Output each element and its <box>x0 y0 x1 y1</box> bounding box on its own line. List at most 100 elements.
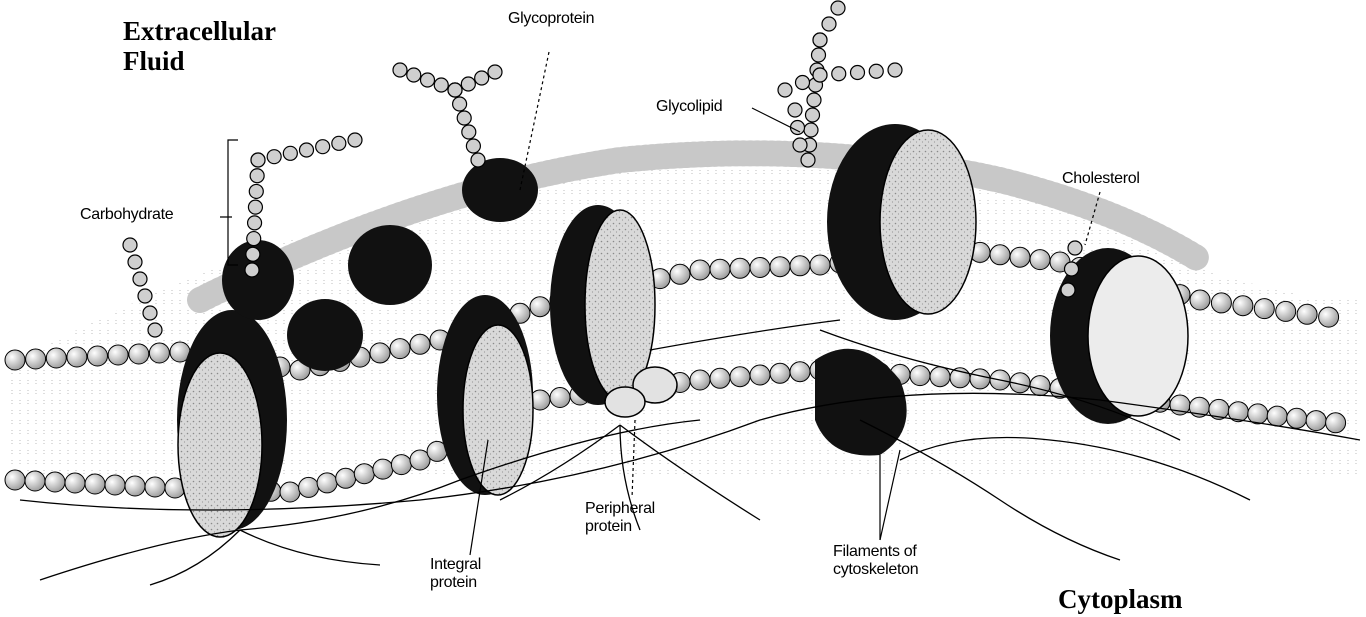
sugar-unit <box>453 97 467 111</box>
phospholipid-head <box>1287 408 1307 428</box>
phospholipid-head <box>410 334 430 354</box>
phospholipid-head <box>1254 299 1274 319</box>
phospholipid-head <box>45 472 65 492</box>
sugar-unit <box>831 1 845 15</box>
phospholipid-head <box>670 264 690 284</box>
sugar-unit <box>788 103 802 117</box>
sugar-unit <box>250 169 264 183</box>
sugar-unit <box>448 83 462 97</box>
phospholipid-head <box>354 464 374 484</box>
phospholipid-head <box>750 365 770 385</box>
sugar-unit <box>421 73 435 87</box>
phospholipid-head <box>730 258 750 278</box>
sugar-unit <box>393 63 407 77</box>
region-label-cytoplasm: Cytoplasm <box>1058 584 1183 614</box>
sugar-unit <box>462 125 476 139</box>
label-peripheral-line2: protein <box>585 518 655 536</box>
phospholipid-head <box>5 470 25 490</box>
sugar-unit <box>801 153 815 167</box>
phospholipid-head <box>710 259 730 279</box>
label-integral-line1: Integral <box>430 556 481 574</box>
sugar-unit <box>246 247 260 261</box>
phospholipid-head <box>930 367 950 387</box>
integral-protein-middle <box>437 295 533 495</box>
region-extracellular-line2: Fluid <box>123 46 276 76</box>
region-label-extracellular: Extracellular Fluid <box>123 16 276 76</box>
sugar-unit <box>851 66 865 80</box>
integral-protein-left <box>177 310 287 537</box>
region-extracellular-line1: Extracellular <box>123 16 276 46</box>
phospholipid-head <box>770 257 790 277</box>
phospholipid-head <box>550 388 570 408</box>
label-peripheral-line1: Peripheral <box>585 500 655 518</box>
sugar-unit <box>332 136 346 150</box>
phospholipid-head <box>1306 411 1326 431</box>
phospholipid-head <box>280 482 300 502</box>
phospholipid-head <box>990 245 1010 265</box>
phospholipid-head <box>26 349 46 369</box>
phospholipid-head <box>1211 293 1231 313</box>
sugar-unit <box>251 153 265 167</box>
sugar-unit <box>300 143 314 157</box>
sugar-unit <box>248 200 262 214</box>
phospholipid-head <box>105 475 125 495</box>
integral-protein-right-large <box>827 124 976 320</box>
sugar-unit <box>249 184 263 198</box>
sugar-unit <box>348 133 362 147</box>
sugar-unit <box>888 63 902 77</box>
phospholipid-head <box>1030 250 1050 270</box>
phospholipid-head <box>910 366 930 386</box>
label-glycolipid: Glycolipid <box>656 98 722 116</box>
phospholipid-head <box>108 345 128 365</box>
sugar-unit <box>148 323 162 337</box>
phospholipid-head <box>790 362 810 382</box>
sugar-unit <box>804 123 818 137</box>
sugar-unit <box>128 255 142 269</box>
sugar-unit <box>813 33 827 47</box>
sugar-unit <box>138 289 152 303</box>
phospholipid-head <box>1267 406 1287 426</box>
phospholipid-head <box>1233 296 1253 316</box>
phospholipid-head <box>5 350 25 370</box>
sugar-unit <box>806 108 820 122</box>
sugar-unit <box>869 64 883 78</box>
sugar-unit <box>1068 241 1082 255</box>
sugar-unit <box>791 121 805 135</box>
sugar-unit <box>457 111 471 125</box>
label-filaments-line2: cytoskeleton <box>833 561 918 579</box>
phospholipid-head <box>317 473 337 493</box>
phospholipid-head <box>88 346 108 366</box>
phospholipid-head <box>25 471 45 491</box>
phospholipid-head <box>65 473 85 493</box>
sugar-unit <box>807 93 821 107</box>
label-filaments-line1: Filaments of <box>833 543 918 561</box>
phospholipid-head <box>1297 304 1317 324</box>
phospholipid-head <box>1276 301 1296 321</box>
label-glycoprotein: Glycoprotein <box>508 10 594 28</box>
sugar-unit <box>267 150 281 164</box>
label-peripheral-protein: Peripheral protein <box>585 500 655 537</box>
sugar-unit <box>143 306 157 320</box>
sugar-unit <box>793 138 807 152</box>
phospholipid-head <box>129 344 149 364</box>
sugar-unit <box>461 77 475 91</box>
phospholipid-head <box>790 256 810 276</box>
sugar-unit <box>434 78 448 92</box>
phospholipid-head <box>1248 404 1268 424</box>
sugar-unit <box>123 238 137 252</box>
sugar-unit <box>1061 283 1075 297</box>
sugar-unit <box>812 48 826 62</box>
sugar-unit <box>822 17 836 31</box>
sugar-unit <box>1065 262 1079 276</box>
sugar-unit <box>488 65 502 79</box>
phospholipid-head <box>810 255 830 275</box>
sugar-unit <box>133 272 147 286</box>
phospholipid-head <box>46 348 66 368</box>
phospholipid-head <box>391 455 411 475</box>
sugar-unit <box>832 67 846 81</box>
phospholipid-head <box>370 343 390 363</box>
sugar-unit <box>316 140 330 154</box>
phospholipid-head <box>770 363 790 383</box>
sugar-unit <box>466 139 480 153</box>
